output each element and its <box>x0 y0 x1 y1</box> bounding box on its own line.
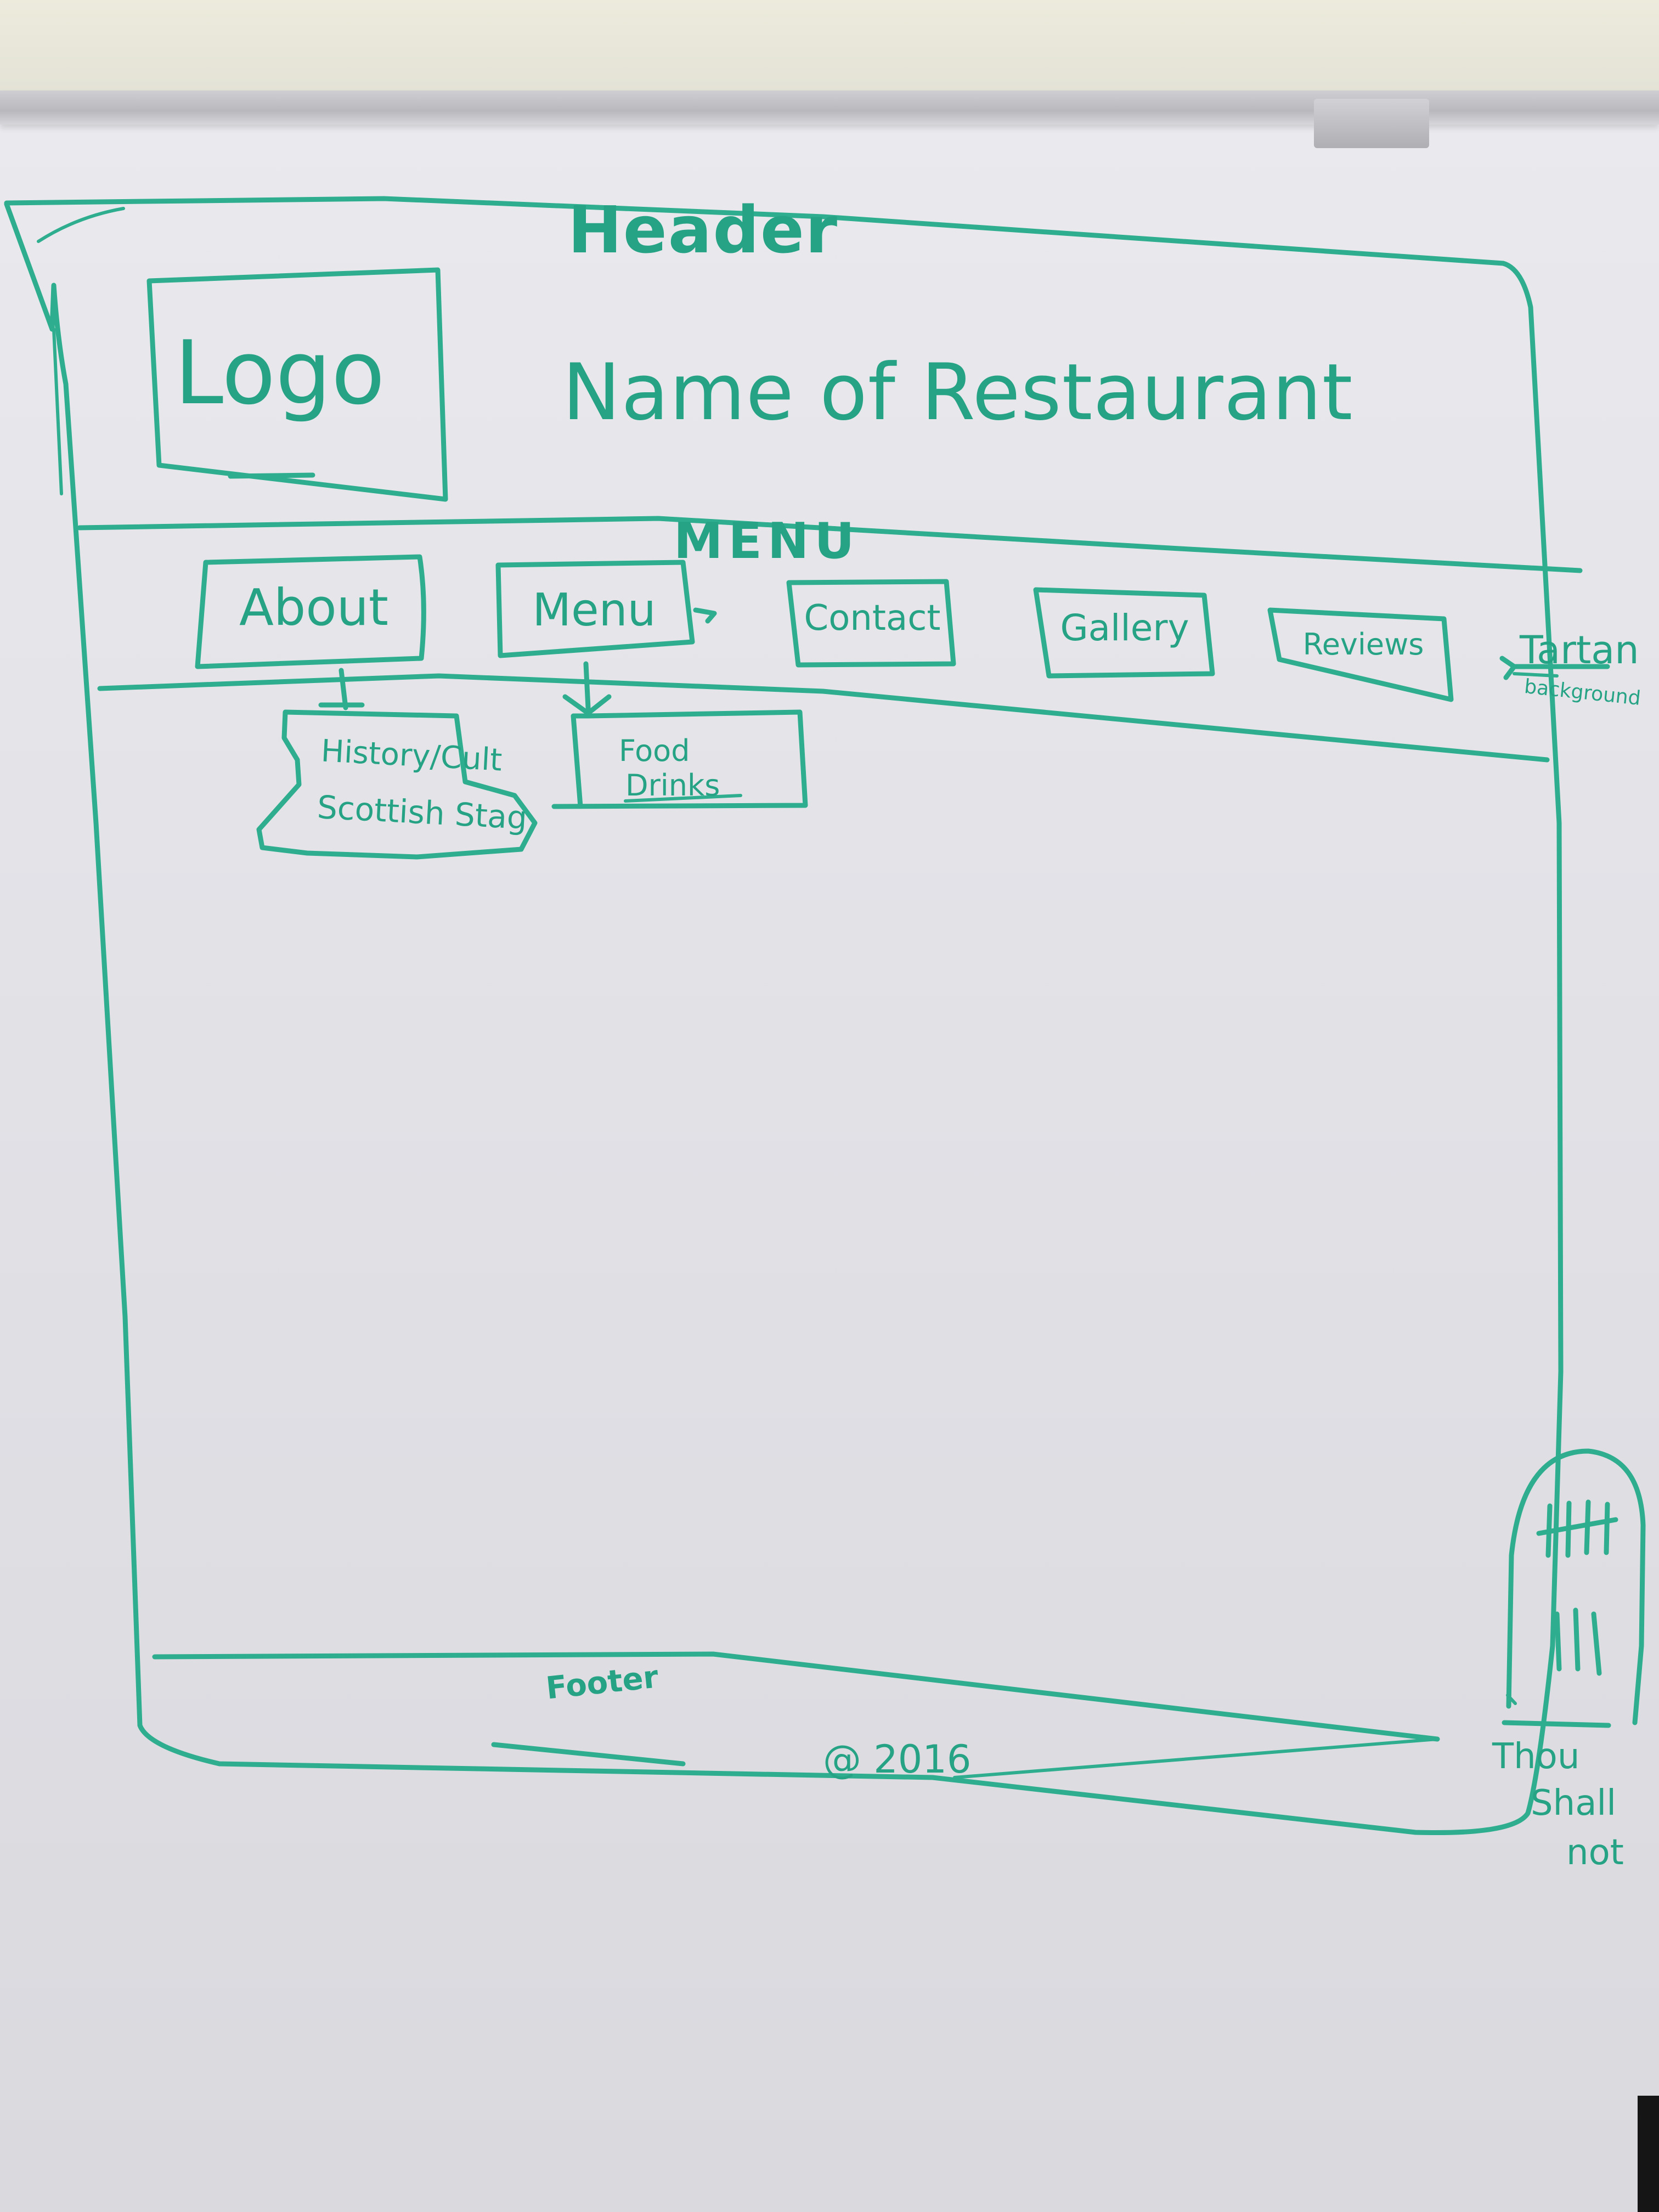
wall-background <box>0 0 1659 96</box>
side-note-shape <box>1506 1448 1646 1725</box>
logo-box <box>146 267 448 502</box>
menu-submenu-box <box>551 709 808 809</box>
restaurant-name: Name of Restaurant <box>562 347 1353 438</box>
nav-item-menu[interactable]: Menu <box>532 584 656 636</box>
nav-band-bottom <box>97 673 1550 763</box>
nav-item-contact[interactable]: Contact <box>804 598 941 639</box>
submenu-menu-item-1[interactable]: Food <box>619 733 690 768</box>
nav-box-about <box>195 554 426 669</box>
nav-item-gallery[interactable]: Gallery <box>1060 607 1189 649</box>
side-note-line-3: not <box>1566 1832 1624 1873</box>
about-submenu-box <box>256 709 538 860</box>
whiteboard-edge <box>1638 2096 1659 2212</box>
nav-box-contact <box>786 579 956 668</box>
menu-label: MENU <box>674 512 860 570</box>
header-label: Header <box>568 192 839 268</box>
whiteboard <box>0 96 1659 2212</box>
side-note-line-2: Shall <box>1531 1783 1616 1824</box>
submenu-menu-item-2[interactable]: Drinks <box>625 768 720 803</box>
tartan-note-word: Tartan <box>1520 628 1639 673</box>
nav-band-top <box>77 516 1583 573</box>
footer-top-line <box>152 1651 1440 1742</box>
footer-lower-line <box>491 1742 686 1767</box>
nav-box-reviews <box>1267 607 1454 702</box>
side-note-line-1: Thou <box>1492 1736 1580 1777</box>
submenu-about-item-1[interactable]: History/Cult <box>320 733 503 778</box>
rail-clip <box>1314 99 1429 148</box>
logo-label: Logo <box>174 321 385 424</box>
nav-item-about[interactable]: About <box>239 578 388 637</box>
nav-item-reviews[interactable]: Reviews <box>1302 627 1424 662</box>
copyright-text: @ 2016 <box>823 1737 972 1782</box>
nav-box-menu <box>495 560 695 658</box>
tartan-arrow <box>1499 656 1610 680</box>
tally-marks <box>1536 1499 1618 1558</box>
page-frame <box>4 196 1564 1836</box>
nav-box-gallery <box>1033 587 1215 679</box>
